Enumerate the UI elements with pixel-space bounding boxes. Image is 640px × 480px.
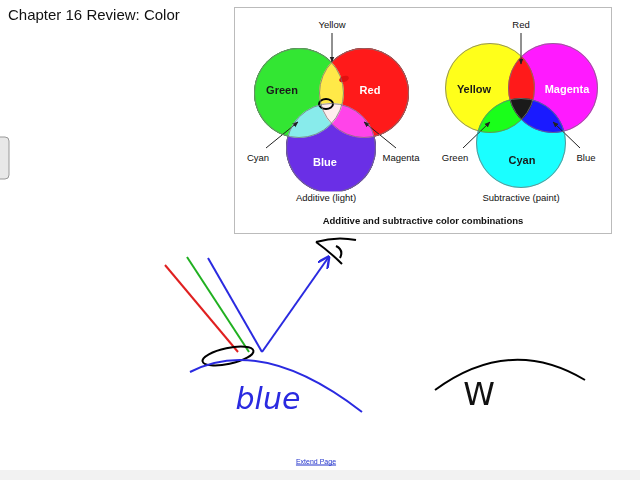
circle-outline-path xyxy=(255,49,344,138)
figure-caption: Additive and subtractive color combinati… xyxy=(323,215,524,226)
color-circle: Blue xyxy=(286,103,376,193)
green-ray xyxy=(187,257,249,352)
circle-outline-path xyxy=(320,49,409,138)
region-label: Cyan xyxy=(246,152,270,163)
region-label: Blue xyxy=(575,152,596,163)
region-label: Red xyxy=(511,19,530,30)
diagram-label: Subtractive (paint) xyxy=(481,192,560,203)
handwritten-label: blue xyxy=(235,381,302,416)
circle-outline xyxy=(286,103,376,193)
image-frame xyxy=(235,8,612,234)
blue-ray xyxy=(208,258,262,352)
circle-label: Magenta xyxy=(545,83,590,95)
side-tab xyxy=(0,137,9,179)
region-label: Yellow xyxy=(317,19,346,30)
color-circle: Green xyxy=(254,48,344,138)
circle-label: Blue xyxy=(313,156,337,168)
circle-label: Cyan xyxy=(509,154,536,166)
circle-outline-path xyxy=(509,44,598,133)
circle-label: Red xyxy=(360,84,381,96)
extend-page-link: Extend Page xyxy=(295,458,337,465)
circle-outline xyxy=(476,98,566,188)
circle-outline-path xyxy=(477,99,566,188)
white-surface xyxy=(435,360,585,390)
color-circle: Red xyxy=(319,48,409,138)
color-circle: Magenta xyxy=(508,43,598,133)
reflected-ray xyxy=(262,258,328,352)
subtractive-venn xyxy=(445,43,598,188)
page-title: Chapter 16 Review: Color xyxy=(8,6,180,23)
region-label: Magenta xyxy=(382,152,421,163)
eye-sketch xyxy=(316,238,356,264)
diagram-label: Additive (light) xyxy=(295,192,357,203)
handwritten-label: W xyxy=(462,375,496,413)
leader-arrows xyxy=(266,33,580,148)
circle-label: Yellow xyxy=(457,83,491,95)
circle-label: Green xyxy=(266,84,298,96)
color-circle: Cyan xyxy=(476,98,566,188)
region-label: Green xyxy=(441,152,469,163)
circle-outline-path xyxy=(287,104,376,193)
bottom-strip xyxy=(0,470,640,480)
additive-venn xyxy=(254,48,409,193)
